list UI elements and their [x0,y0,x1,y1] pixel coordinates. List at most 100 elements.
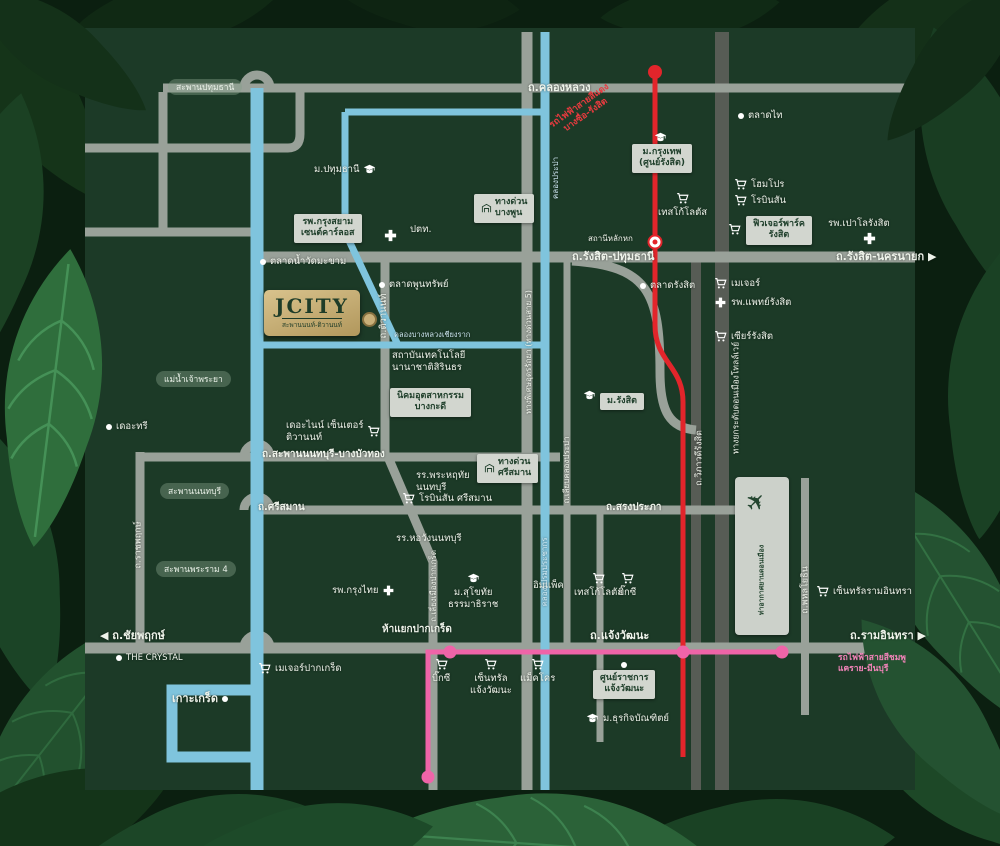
road-label-vibhavadi: ถ.วิภาวดีรังสิต [694,430,705,486]
marker-dot [621,662,627,668]
graduation-cap-icon [654,131,667,144]
place-label: เซียร์รังสิต [731,330,774,342]
place-label: โฮมโปร [751,178,785,190]
place-label: แม็คโคร [520,673,556,684]
place-dpu-university: ม.ธุรกิจบัณฑิตย์ [586,712,669,725]
graduation-cap-icon [467,572,480,585]
hospital-cross-icon [862,231,877,246]
hospital-cross-icon [382,584,395,597]
toll-plaza-bangpun: ทางด่วน บางพูน [474,194,535,223]
red-line-station-center [652,239,658,245]
canal-label-prapa: คลองประปา [551,156,560,200]
place-the-crystal: THE CRYSTAL [116,653,183,664]
marker-dot [221,695,228,702]
place-label: โรบินสัน ศรีสมาน [419,492,493,504]
place-box-st-carlos-hospital: รพ.กรุงสยาม เซนต์คาร์ลอส [294,214,362,243]
pink-line-route [425,649,782,777]
place-siit: สถาบันเทคโนโลยี นานาชาติสิรินธร [392,350,466,373]
pink-line-dot-1 [421,770,435,784]
don-mueang-airport-box [735,477,789,635]
shopping-cart-icon [435,658,448,671]
road-label-ramindra: ถ.รามอินทรา ▶ [850,629,926,642]
graduation-cap-icon [586,712,599,725]
river-label-chaophraya: แม่น้ำเจ้าพระยา [156,371,231,387]
place-label: เซ็นทรัล แจ้งวัฒนะ [470,673,512,696]
marker-dot [116,655,122,662]
junction-label-hayaek-pakkret: ห้าแยกปากเกร็ด [382,624,452,635]
place-ptt: ปตท. [410,224,432,235]
road-liang-mueang [383,455,438,790]
shopping-cart-icon [734,178,747,191]
place-talad-rangsit: ตลาดรังสิต [640,280,695,292]
shopping-cart-icon [816,585,829,598]
place-label: รพ.กรุงไทย [332,584,379,596]
marker-dot [260,258,266,265]
place-bigc-laksi: บิ๊กซี [618,572,636,599]
station-label-lak-hok: สถานีหลักหก [588,234,633,243]
koh-kret-channel [166,684,257,763]
bridge-label-nonthaburi: สะพานนนทบุรี [160,483,230,499]
hospital-cross-icon [383,228,398,243]
shopping-cart-icon [676,192,689,205]
bridge-label-rama4: สะพานพระราม 4 [156,561,236,577]
place-zeer-rangsit: เซียร์รังสิต [714,330,773,343]
place-robinson-srisaman: โรบินสัน ศรีสมาน [402,492,492,505]
place-major-rangsit: เมเจอร์ [714,277,760,290]
pink-line-dot-3 [676,645,690,659]
shopping-cart-icon [592,572,605,585]
jcity-logo: JCITY สะพานนนท์-ติวานนท์ [264,290,360,336]
road-interchange-arc [571,256,697,435]
road-label-saphan-nont: ถ.สะพานนนทบุรี-บางบัวทอง [262,449,385,460]
shopping-cart-icon [734,194,747,207]
road-label-phahonyothin: ถ.พหลโยธิน [800,566,811,614]
place-the-nine-center: เดอะไนน์ เซ็นเตอร์ ติวานนท์ [286,420,380,444]
road-label-srisaman: ถ.ศรีสมาน [258,502,305,513]
road-label-songprapha: ถ.สรงประภา [606,502,662,513]
pink-line-dot-4 [775,645,789,659]
place-label: เดอะไนน์ เซ็นเตอร์ ติวานนท์ [286,420,364,443]
toll-label: ทางด่วน บางพูน [495,197,528,219]
place-tesco-lotus-laksi: เทสโก้โลตัส [574,572,623,599]
road-label-chaengwattana: ถ.แจ้งวัฒนะ [590,629,650,642]
place-box-future-park-rangsit: ฟิวเจอร์พาร์ค รังสิต [746,216,812,245]
jcity-location-pin [362,312,377,327]
canal-label-prem-prachakon: คลองเปรมประชากร [540,537,549,607]
place-label: บิ๊กซี [618,587,637,598]
graduation-cap-icon [363,163,376,176]
place-talad-thai: ตลาดไท [738,110,783,122]
place-label: เซ็นทรัลรามอินทรา [833,585,912,597]
place-label: ตลาดน้ำวัดมะขาม [270,256,347,267]
road-label-expressway: ทางพิเศษอุดรรัถยา (ทางด่วนสาย 5) [524,290,533,414]
marker-dot [640,282,646,289]
place-makro-chaengwattana: แม็คโคร [520,658,555,685]
jcity-logo-name: JCITY [275,294,349,318]
road-label-liap-klong-prapa: ถ.เลียบคลองประปา [562,436,571,504]
roads-dark [691,32,729,790]
graduation-cap-icon [583,389,596,402]
place-label: เดอะทรี [116,421,148,432]
shopping-cart-icon [367,425,380,438]
toll-gate-icon [484,463,495,474]
place-krungthai-hospital: รพ.กรุงไทย [332,584,395,597]
place-label: ม.ธุรกิจบัณฑิตย์ [603,712,669,724]
place-major-pakkret: เมเจอร์ปากเกร็ด [258,662,342,675]
red-line-route [652,72,686,757]
shopping-cart-icon [714,330,727,343]
marker-dot [379,281,385,288]
place-label: บิ๊กซี [432,673,451,684]
place-patrangsit-hospital: รพ.แพทย์รังสิต [714,296,791,309]
waterways [166,32,550,790]
place-label: โรบินสัน [751,194,787,206]
toll-gate-icon [481,203,492,214]
place-label: เมเจอร์ปากเกร็ด [275,662,342,674]
place-stou-university: ม.สุโขทัย ธรรมาธิราช [448,572,498,611]
shopping-cart-icon [258,662,271,675]
place-talad-poonsap: ตลาดพูนทรัพย์ [379,279,448,291]
toll-label: ทางด่วน ศรีสมาน [498,457,532,479]
place-praharuthai-school: รร.พระหฤทัย นนทบุรี [416,470,470,493]
road-label-tollway: ทางยกระดับดอนเมืองโทลล์เวย์ [731,341,742,455]
jcity-logo-tagline: สะพานนนท์-ติวานนท์ [281,318,343,330]
road-label-rangsit-nakhonnayok: ถ.รังสิต-นครนายก ▶ [836,250,937,263]
